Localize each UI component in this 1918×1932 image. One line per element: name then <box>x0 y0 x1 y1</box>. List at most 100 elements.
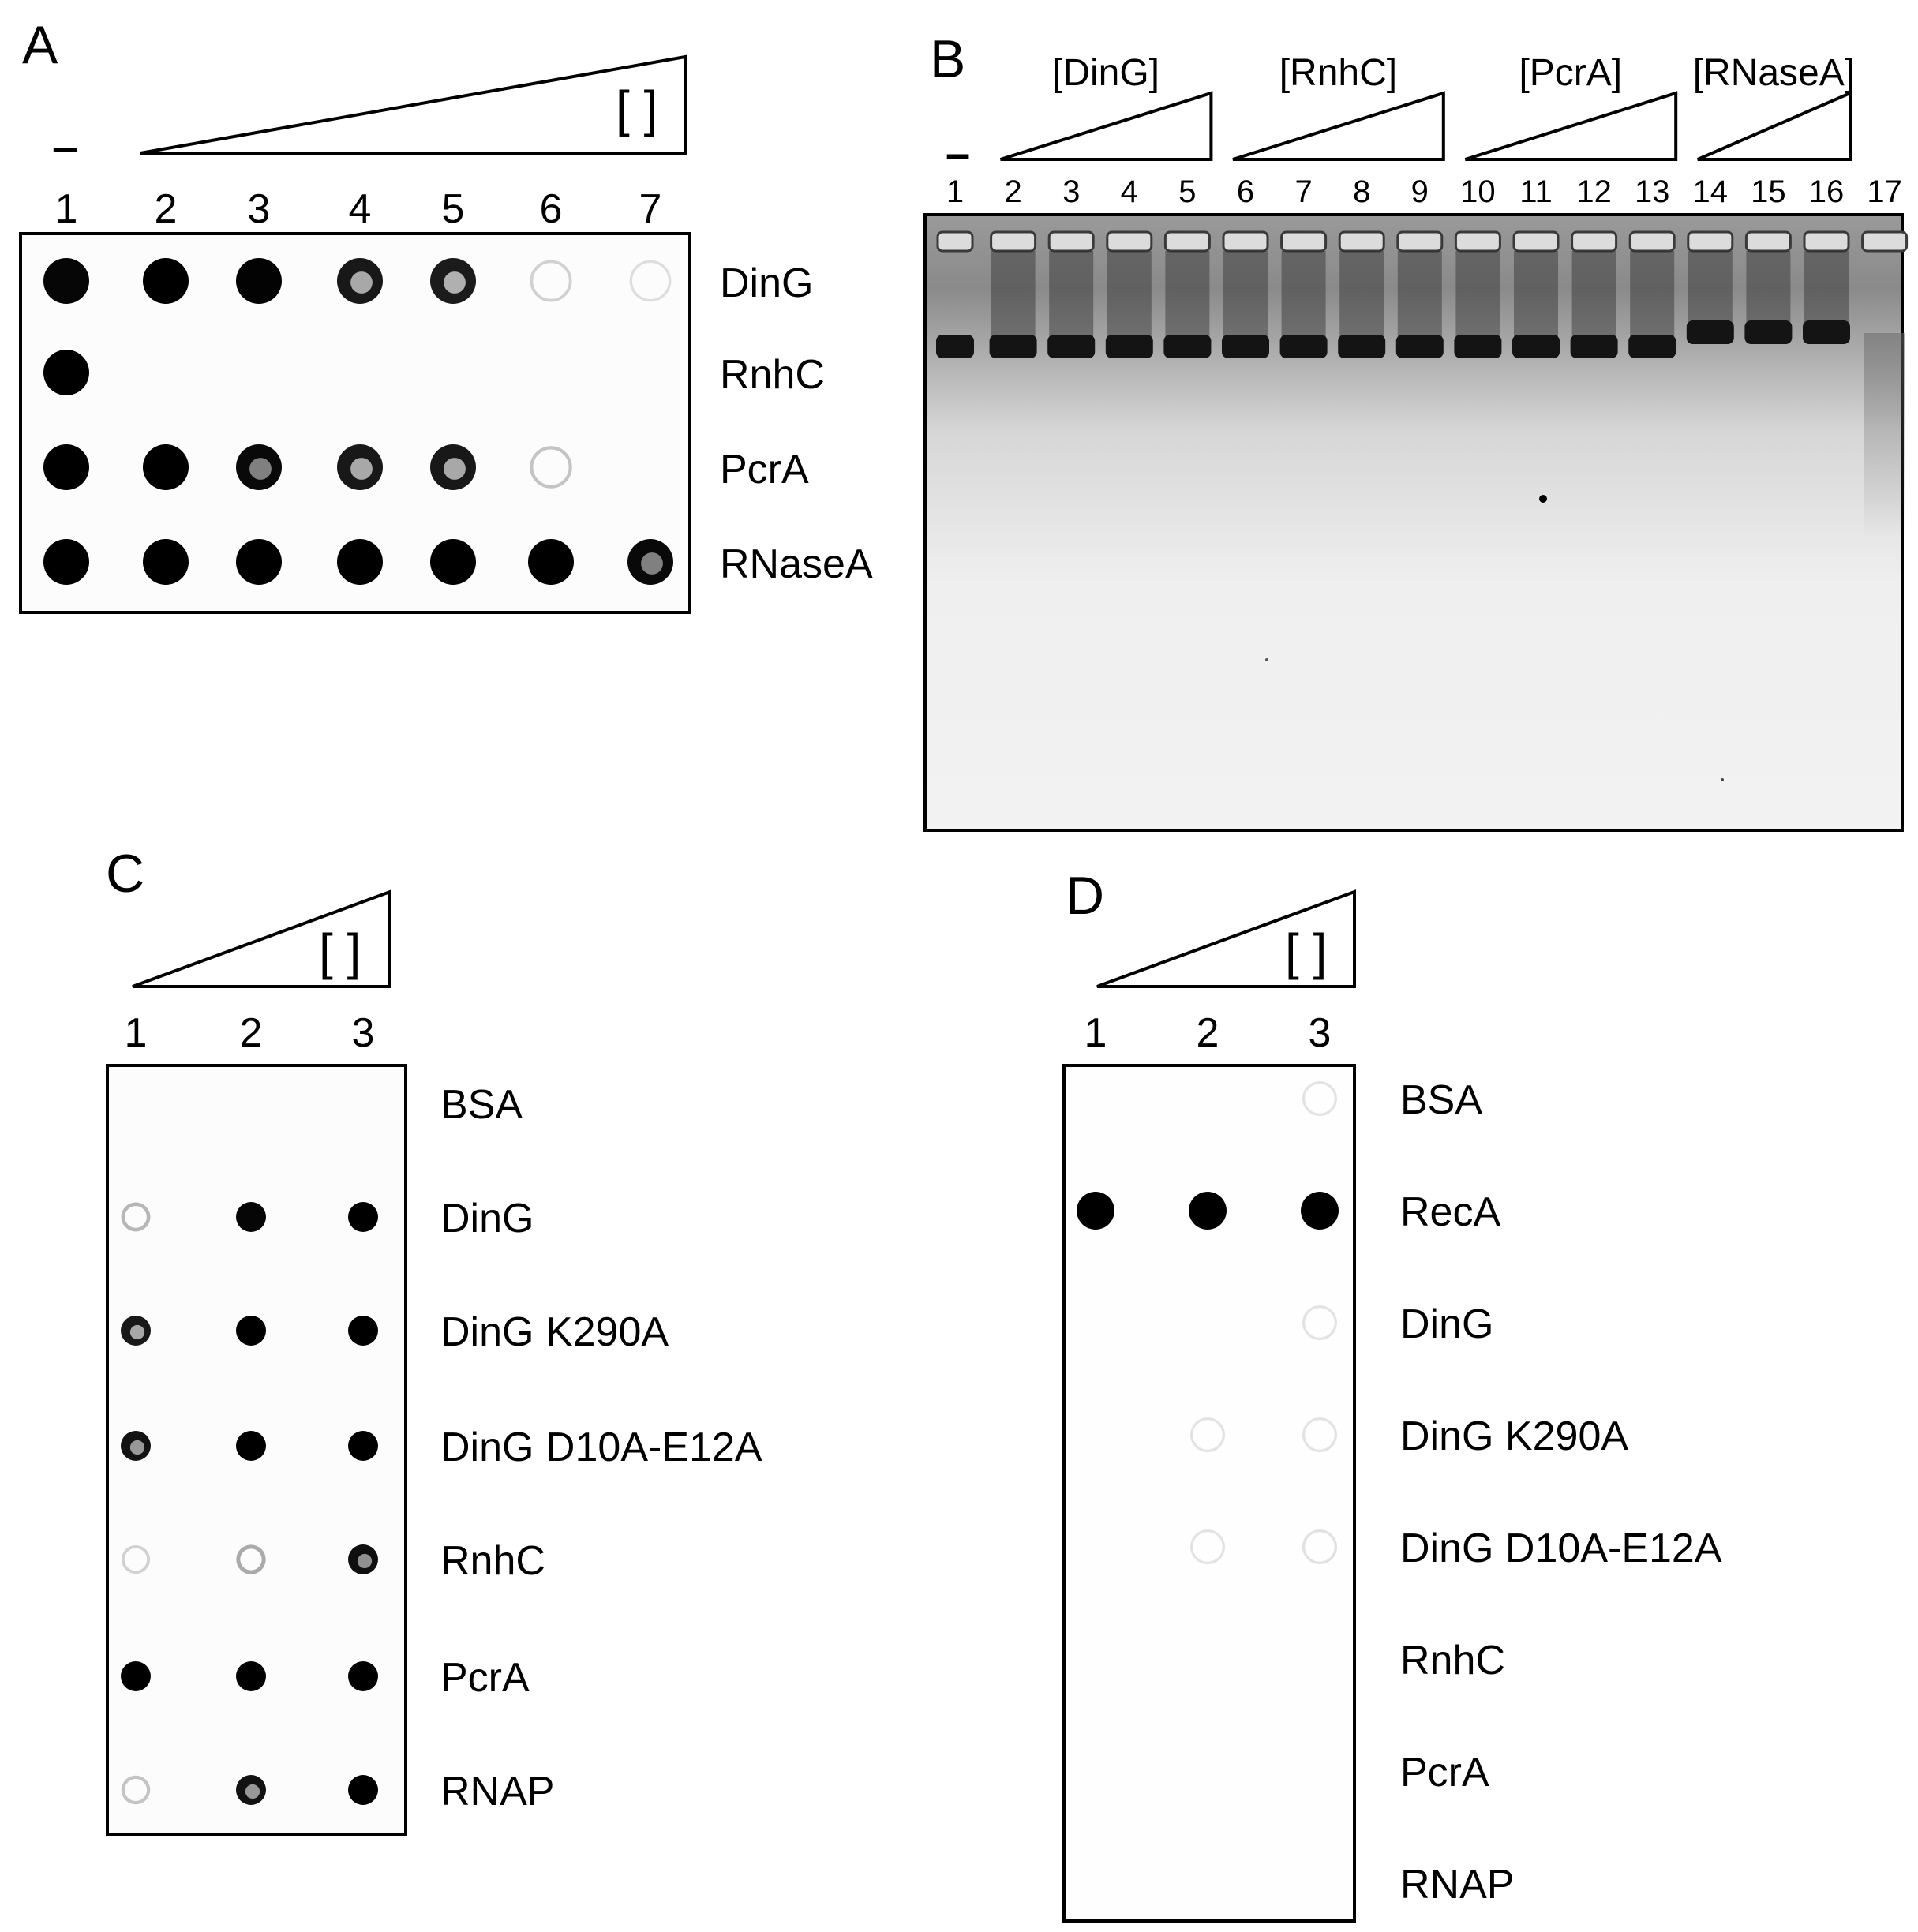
row-label: DinG K290A <box>440 1309 669 1355</box>
dot-blot-spot <box>236 1775 266 1805</box>
lane-label: 4 <box>349 186 372 232</box>
dot-blot-spot <box>627 539 673 585</box>
panel-a-spots <box>43 258 673 585</box>
gel-lane <box>1861 230 1909 538</box>
group-wedge <box>1697 90 1852 161</box>
dot-blot-spot <box>236 1316 266 1346</box>
lane-label: 14 <box>1693 174 1729 209</box>
lane-label: 16 <box>1809 174 1845 209</box>
panel-b-gel-lanes <box>936 230 1909 538</box>
gel-lane <box>1512 230 1560 358</box>
dot-blot-spot <box>236 258 282 304</box>
dot-blot-spot <box>1189 1417 1226 1453</box>
panel-d-bracket: [ ] <box>1285 923 1327 980</box>
gel-lane <box>1105 230 1153 358</box>
row-label: PcrA <box>1400 1750 1489 1795</box>
dot-blot-spot <box>121 1431 151 1461</box>
dot-blot-spot <box>348 1431 378 1461</box>
dot-blot-spot <box>337 258 383 304</box>
lane-label: 5 <box>1178 174 1196 209</box>
row-label: RnhC <box>440 1538 545 1584</box>
lane-label: 3 <box>248 186 271 232</box>
group-label: [PcrA] <box>1519 52 1622 94</box>
panel-b-gel-speck <box>1539 495 1547 503</box>
group-wedge <box>1464 91 1678 161</box>
gel-lane <box>1803 230 1850 344</box>
dot-blot-spot <box>121 1316 151 1346</box>
row-label: RnhC <box>1400 1638 1505 1683</box>
row-label: RNAP <box>440 1769 554 1814</box>
dot-blot-spot <box>430 444 476 490</box>
dot-blot-spot <box>1302 1529 1338 1565</box>
dot-blot-spot <box>121 1775 151 1805</box>
dot-blot-spot <box>43 539 89 585</box>
dot-blot-spot <box>1189 1529 1226 1565</box>
dot-blot-spot <box>430 539 476 585</box>
lane-label: 1 <box>125 1010 148 1056</box>
lane-label: 5 <box>442 186 465 232</box>
row-label: DinG <box>1400 1301 1493 1347</box>
row-label: RNAP <box>1400 1862 1514 1908</box>
panel-b-letter: B <box>930 29 965 89</box>
dot-blot-spot <box>348 1544 378 1574</box>
dot-blot-spot <box>430 258 476 304</box>
panel-a-blank-mark: – <box>52 120 78 173</box>
row-label: RNaseA <box>720 541 873 587</box>
row-label: DinG <box>440 1196 534 1241</box>
row-label: DinG K290A <box>1400 1413 1628 1459</box>
row-label: DinG <box>720 260 813 306</box>
dot-blot-spot <box>236 1661 266 1691</box>
row-label: PcrA <box>440 1655 530 1701</box>
lane-label: 7 <box>639 186 662 232</box>
lane-label: 1 <box>946 174 964 209</box>
lane-label: 10 <box>1460 174 1496 209</box>
lane-label: 15 <box>1751 174 1786 209</box>
dot-blot-spot <box>530 260 572 302</box>
panel-c-bracket: [ ] <box>319 923 361 980</box>
row-label: RnhC <box>720 352 825 398</box>
panel-a-bracket: [ ] <box>616 80 657 137</box>
panel-c-letter: C <box>106 844 144 904</box>
dot-blot-spot <box>337 539 383 585</box>
lane-label: 1 <box>1084 1010 1107 1056</box>
dot-blot-spot <box>43 350 89 395</box>
lane-label: 2 <box>240 1010 263 1056</box>
dot-blot-spot <box>236 539 282 585</box>
group-wedge <box>1232 91 1445 161</box>
lane-label: 4 <box>1121 174 1138 209</box>
dot-blot-spot <box>1302 1305 1338 1341</box>
gel-lane <box>1686 230 1734 344</box>
dot-blot-spot <box>43 444 89 490</box>
panel-d-spots <box>1077 1080 1339 1565</box>
dot-blot-spot <box>530 446 572 489</box>
dot-blot-spot <box>236 1202 266 1232</box>
lane-label: 7 <box>1294 174 1312 209</box>
dot-blot-spot <box>348 1661 378 1691</box>
dot-blot-spot <box>236 1431 266 1461</box>
dot-blot-spot <box>1302 1417 1338 1453</box>
panel-a-concentration-wedge <box>140 54 687 155</box>
panel-b-gel <box>923 213 1904 832</box>
dot-blot-spot <box>348 1775 378 1805</box>
row-label: DinG D10A-E12A <box>1400 1526 1722 1571</box>
panel-b-gel-speck <box>1265 658 1268 661</box>
lane-label: 1 <box>55 186 78 232</box>
gel-lane <box>1222 230 1269 358</box>
dot-blot-spot <box>348 1316 378 1346</box>
gel-lane <box>1454 230 1502 358</box>
lane-label: 11 <box>1519 174 1553 209</box>
group-wedge <box>999 91 1213 161</box>
lane-label: 3 <box>352 1010 375 1056</box>
lane-label: 6 <box>540 186 563 232</box>
gel-lane <box>1570 230 1618 358</box>
lane-label: 13 <box>1635 174 1670 209</box>
gel-lane <box>1047 230 1096 358</box>
lane-label: 9 <box>1411 174 1429 209</box>
